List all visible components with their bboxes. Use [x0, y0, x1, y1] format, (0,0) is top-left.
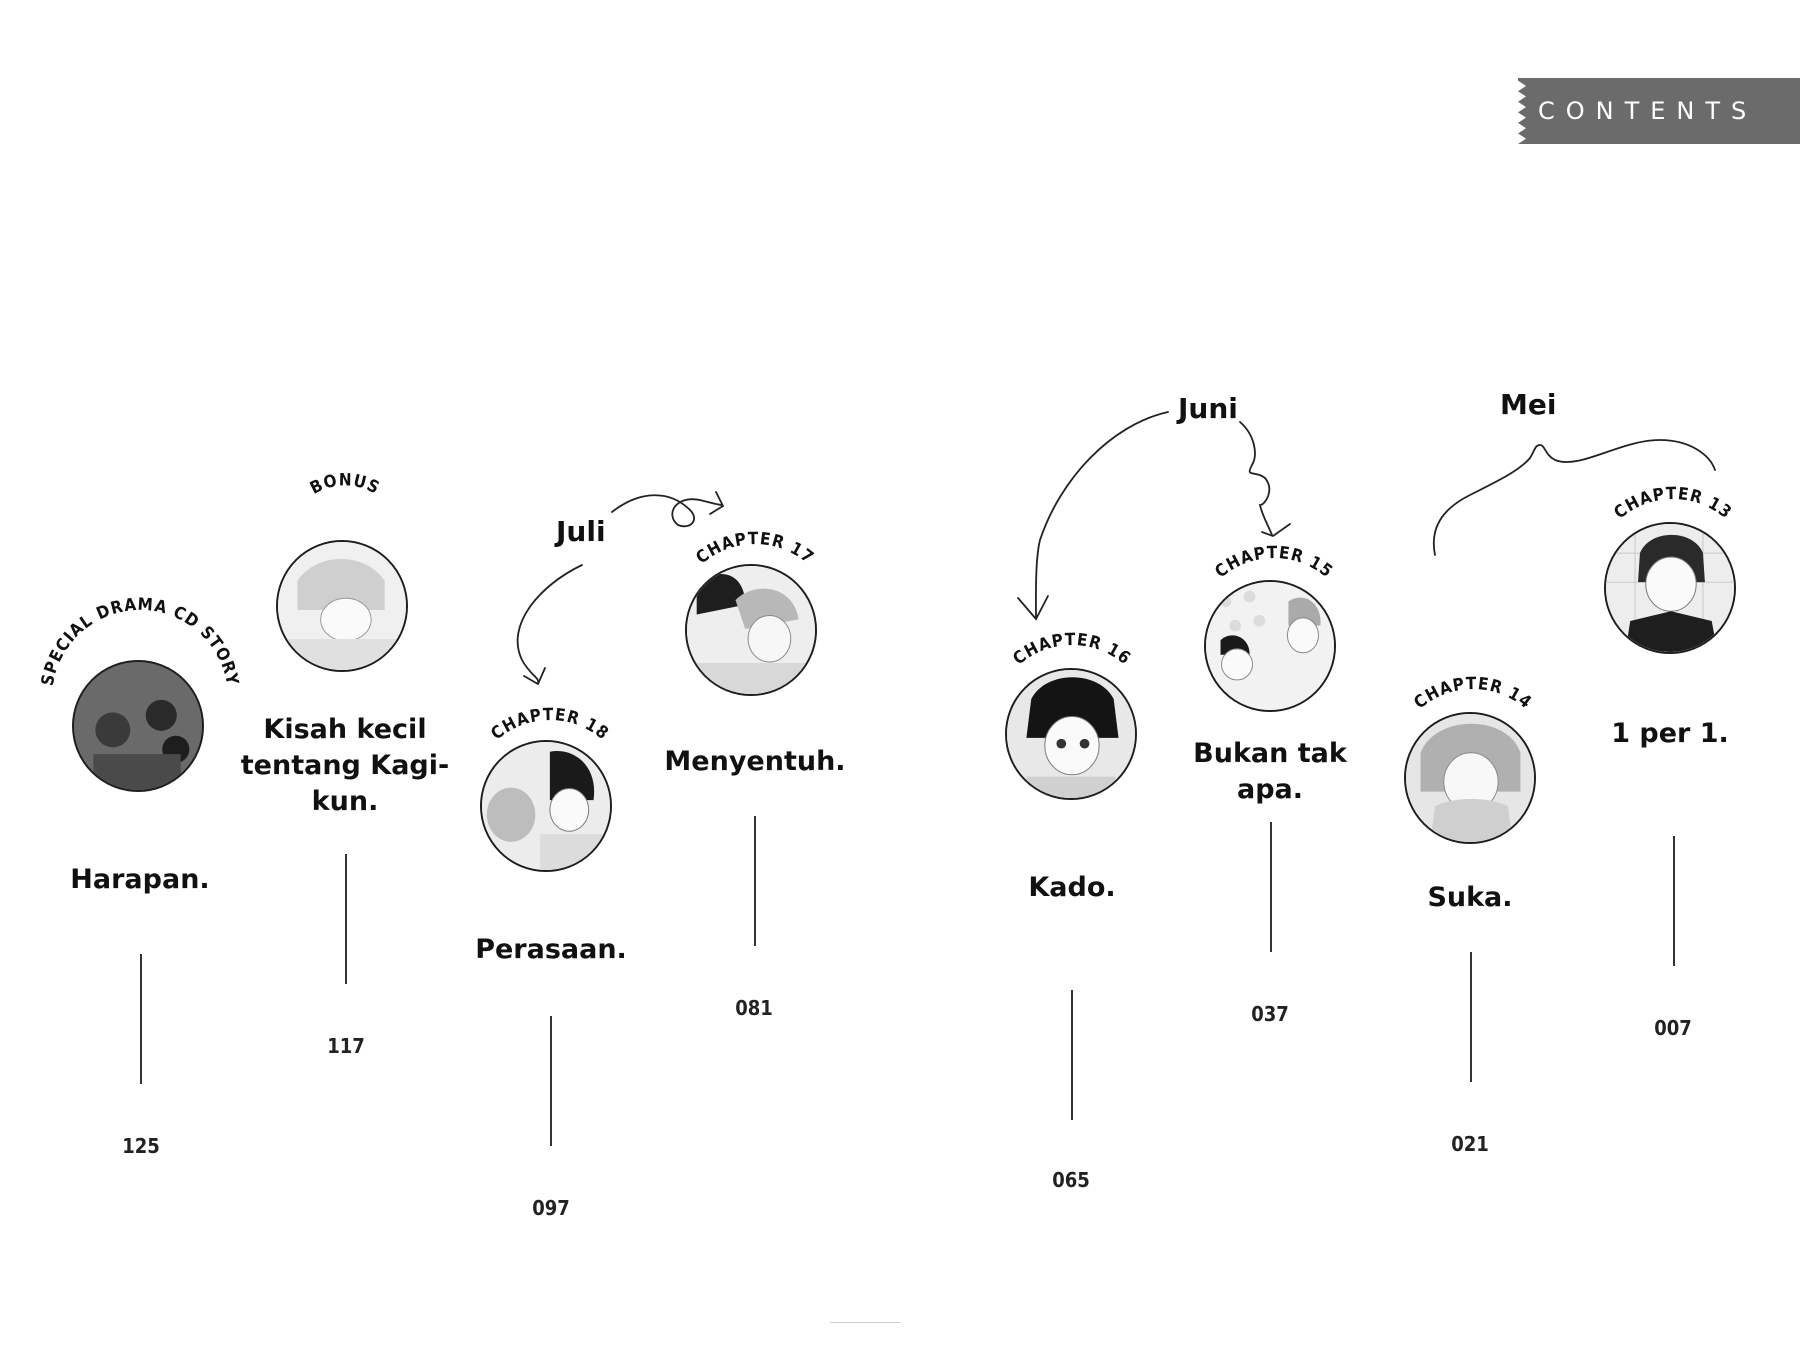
chapter-thumbnail	[1404, 712, 1536, 844]
juni-arrow-left-head	[1017, 595, 1049, 621]
juni-arrow-left	[1035, 411, 1169, 619]
page-number: 037	[1251, 1002, 1289, 1026]
chapter-thumbnail	[685, 564, 817, 696]
page-number: 117	[327, 1034, 365, 1058]
tag-chapter-14: CHAPTER 14	[1410, 674, 1535, 713]
page-number: 125	[122, 1134, 160, 1158]
page-connector-line	[140, 954, 142, 1084]
page-connector-line	[1470, 952, 1472, 1082]
page-number: 065	[1052, 1168, 1090, 1192]
page-number: 021	[1451, 1132, 1489, 1156]
tag-chapter-15: CHAPTER 15	[1211, 543, 1336, 582]
chapter-thumbnail	[72, 660, 204, 792]
chapter-title: Suka.	[1427, 882, 1513, 913]
month-label-juni: Juni	[1178, 392, 1238, 425]
chapter-title: Bukan tak apa.	[1193, 738, 1347, 805]
juli-arrow-left-head	[523, 667, 546, 686]
page-connector-line	[1270, 822, 1272, 952]
tag-chapter-16: CHAPTER 16	[1009, 630, 1134, 669]
tag-chapter-13: CHAPTER 13	[1610, 484, 1735, 523]
page-connector-line	[1071, 990, 1073, 1120]
chapter-title: 1 per 1.	[1611, 718, 1729, 749]
chapter-title: Perasaan.	[475, 934, 627, 965]
tag-bonus: BONUS	[307, 470, 383, 498]
mei-brace	[1432, 439, 1716, 556]
page-number: 081	[735, 996, 773, 1020]
juli-arrow-right	[611, 494, 723, 528]
juli-arrow-left	[516, 564, 583, 684]
page-connector-line	[754, 816, 756, 946]
chapter-thumbnail	[1604, 522, 1736, 654]
page-connector-line	[345, 854, 347, 984]
tag-chapter-17: CHAPTER 17	[692, 529, 817, 568]
chapter-thumbnail	[1005, 668, 1137, 800]
chapter-title: Kisah kecil tentang Kagi-kun.	[240, 714, 450, 817]
chapter-title: Kado.	[1028, 872, 1116, 903]
contents-label: CONTENTS	[1538, 97, 1758, 125]
juni-arrow-right	[1239, 421, 1273, 536]
page-number: 007	[1654, 1016, 1692, 1040]
tag-chapter-18: CHAPTER 18	[487, 705, 612, 744]
contents-tab: CONTENTS	[1518, 78, 1800, 144]
chapter-title: Menyentuh.	[664, 746, 846, 777]
page-connector-line	[550, 1016, 552, 1146]
chapter-thumbnail	[480, 740, 612, 872]
month-label-juli: Juli	[556, 515, 606, 548]
juni-arrow-right-head	[1261, 523, 1291, 538]
month-label-mei: Mei	[1500, 388, 1557, 421]
chapter-thumbnail	[1204, 580, 1336, 712]
chapter-thumbnail	[276, 540, 408, 672]
page-number: 097	[532, 1196, 570, 1220]
page-connector-line	[1673, 836, 1675, 966]
chapter-title: Harapan.	[70, 864, 210, 895]
divider	[830, 1322, 900, 1323]
juli-arrow-right-head	[709, 491, 725, 515]
